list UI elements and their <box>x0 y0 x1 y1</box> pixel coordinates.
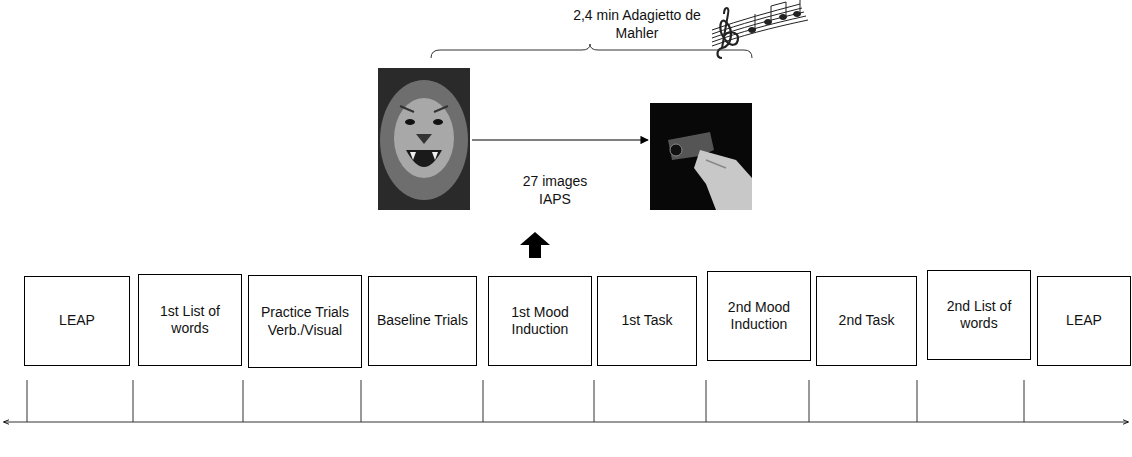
box-label: 1st Task <box>621 312 672 330</box>
box-label: Practice Trials Verb./Visual <box>255 304 355 339</box>
note-label: 27 images IAPS <box>510 172 600 208</box>
box-label: 1st List of words <box>145 303 235 338</box>
box-label: LEAP <box>59 312 95 330</box>
note-label: 2,4 min Adagietto de Mahler <box>562 6 712 42</box>
process-box: Baseline Trials <box>368 276 477 366</box>
box-label: Baseline Trials <box>377 312 468 330</box>
music-notes <box>712 0 808 58</box>
process-box: 1st Mood Induction <box>488 276 592 366</box>
brace <box>431 44 752 58</box>
box-label: 2nd Mood Induction <box>714 299 804 334</box>
box-label: 2nd List of words <box>934 298 1024 333</box>
box-label: LEAP <box>1066 312 1102 330</box>
box-label: 2nd Task <box>839 312 895 330</box>
sequence-arrow <box>472 139 648 140</box>
process-box: 2nd Mood Induction <box>707 271 811 361</box>
up-arrow <box>520 232 550 258</box>
timeline <box>4 380 1128 422</box>
process-box: Practice Trials Verb./Visual <box>248 275 362 368</box>
process-box: LEAP <box>1037 276 1131 366</box>
lion-picture <box>378 68 470 210</box>
process-box: 2nd Task <box>816 276 917 366</box>
process-box: 1st Task <box>597 276 697 366</box>
process-box: 1st List of words <box>138 274 242 366</box>
process-box: LEAP <box>24 276 130 366</box>
gun-picture <box>650 103 752 210</box>
process-box: 2nd List of words <box>927 270 1031 360</box>
box-label: 1st Mood Induction <box>495 304 585 339</box>
